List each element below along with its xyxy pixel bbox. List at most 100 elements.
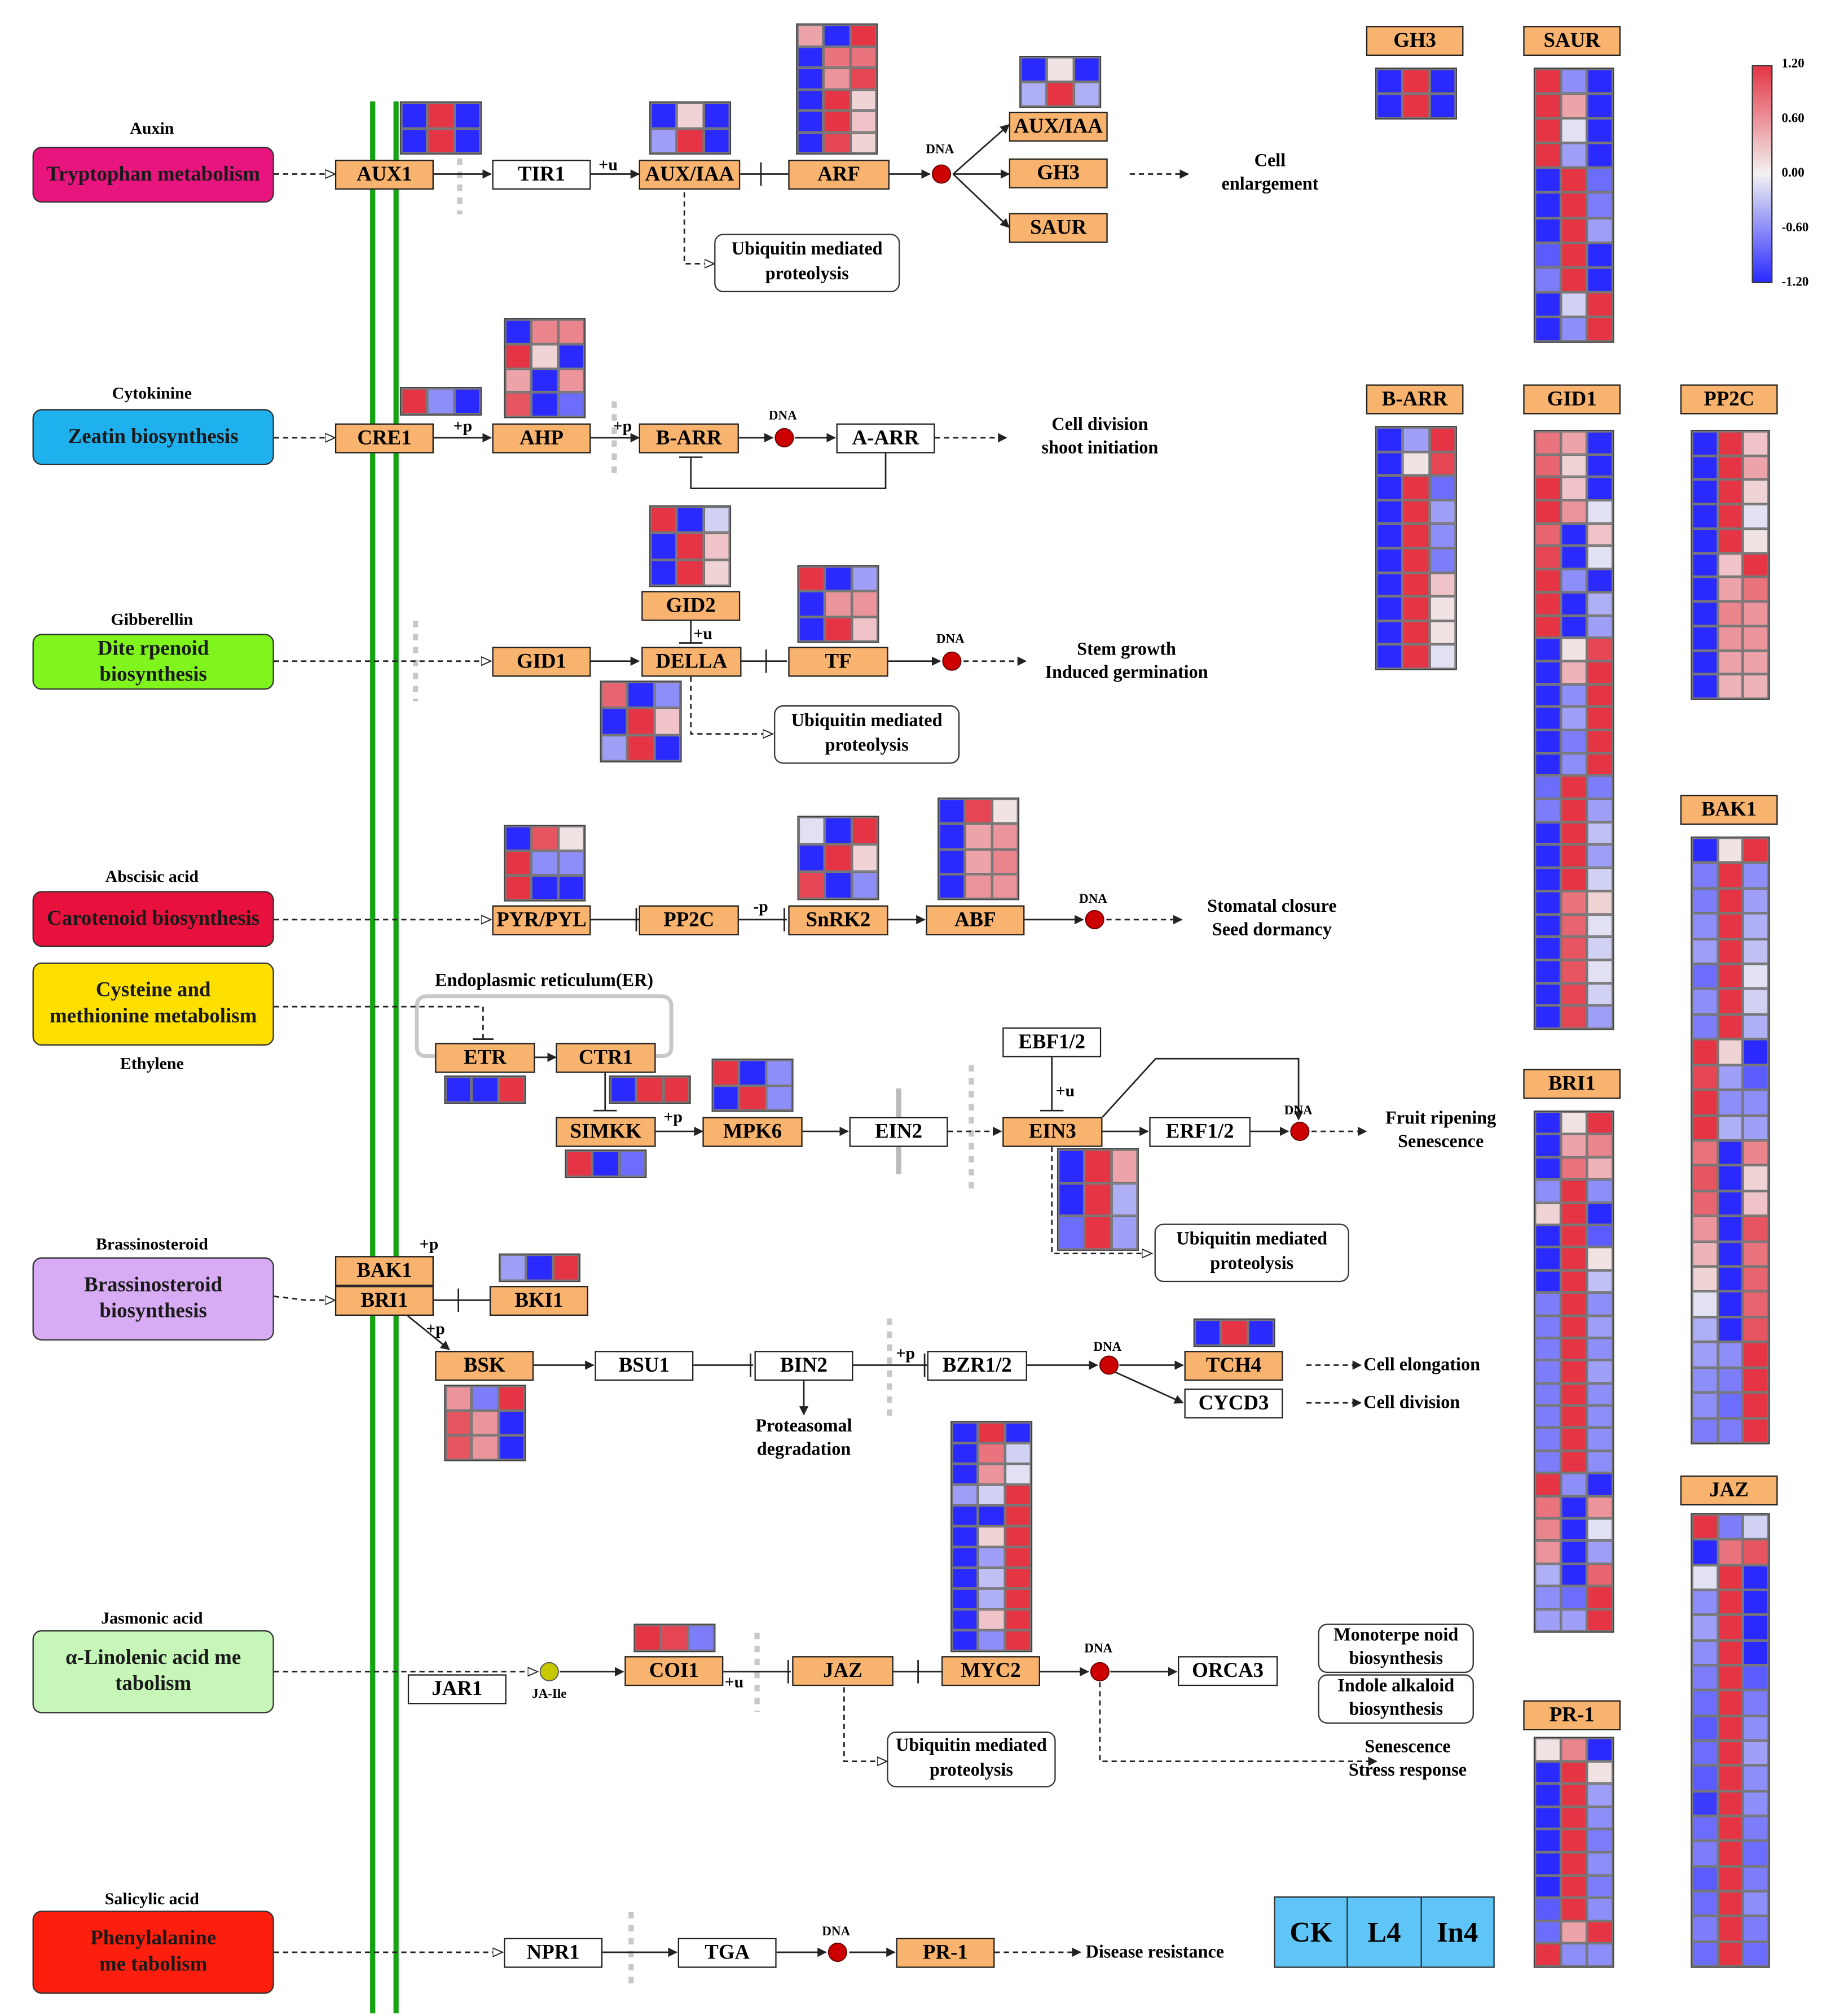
gene-npr1[interactable]: NPR1 <box>504 1938 603 1968</box>
heatmap-cell <box>1743 577 1769 602</box>
heatmap-cell <box>1717 1715 1744 1741</box>
heatmap-cell <box>1403 596 1429 621</box>
gene-tch4[interactable]: TCH4 <box>1184 1351 1283 1381</box>
heatmap-cell <box>428 102 454 128</box>
gene-myc2[interactable]: MYC2 <box>941 1656 1040 1686</box>
gene-bzr1-2[interactable]: BZR1/2 <box>927 1351 1027 1381</box>
gene-arf[interactable]: ARF <box>788 160 890 190</box>
gene-jar1[interactable]: JAR1 <box>407 1674 507 1705</box>
gene-bki1[interactable]: BKI1 <box>489 1286 588 1316</box>
gene-tir1[interactable]: TIR1 <box>492 160 591 190</box>
gene-b-arr[interactable]: B-ARR <box>639 423 739 454</box>
gene-pp2c[interactable]: PP2C <box>639 905 739 935</box>
heatmap-cell <box>650 559 677 586</box>
gene-abf[interactable]: ABF <box>926 905 1025 935</box>
gene-snrk2[interactable]: SnRK2 <box>788 905 888 935</box>
heatmap-cell <box>797 89 824 111</box>
heatmap-cell <box>1692 1065 1718 1090</box>
gene-ebf1-2[interactable]: EBF1/2 <box>1002 1027 1102 1057</box>
heatmap-cell <box>1535 1292 1561 1315</box>
heatmap-cell <box>1561 1760 1587 1784</box>
heatmap-cell <box>531 344 558 368</box>
gene-simkk[interactable]: SIMKK <box>556 1117 656 1147</box>
heatmap-cell <box>1535 684 1561 708</box>
side-title-jaz: JAZ <box>1680 1475 1778 1506</box>
gene-erf1-2[interactable]: ERF1/2 <box>1149 1117 1251 1147</box>
gene-bsu1[interactable]: BSU1 <box>595 1351 694 1381</box>
heatmap-cell <box>661 1624 688 1651</box>
gene-cycd3[interactable]: CYCD3 <box>1184 1388 1283 1418</box>
heatmap-cell <box>1587 592 1613 616</box>
heatmap-cell <box>1743 1140 1769 1166</box>
heatmap-cell <box>1561 1852 1587 1876</box>
gene-della[interactable]: DELLA <box>641 647 742 677</box>
heatmap-cell <box>1403 548 1429 573</box>
heatmap-cell <box>428 128 454 153</box>
gene-ctr1[interactable]: CTR1 <box>556 1043 656 1073</box>
heatmap-cell <box>1535 168 1561 193</box>
heatmap-cell <box>1561 1157 1587 1180</box>
heatmap-cell <box>1535 93 1561 118</box>
heatmap-cell <box>1561 192 1587 218</box>
gene-ahp[interactable]: AHP <box>492 423 591 454</box>
pathway-box-phenylalanine[interactable]: Phenylalanine me tabolism <box>32 1910 274 1994</box>
gene-pyr-pyl[interactable]: PYR/PYL <box>492 905 591 935</box>
gene-ein3[interactable]: EIN3 <box>1002 1117 1103 1147</box>
gene-gid2[interactable]: GID2 <box>641 591 741 621</box>
pathway-box-linolenic[interactable]: α-Linolenic acid me tabolism <box>32 1630 274 1714</box>
gene-bsk[interactable]: BSK <box>435 1351 534 1381</box>
heatmap-cell <box>1692 1039 1718 1065</box>
heatmap-cell <box>1535 1179 1561 1202</box>
gene-tf[interactable]: TF <box>788 647 888 677</box>
gene-pr-1[interactable]: PR-1 <box>896 1938 995 1968</box>
gene-cre1[interactable]: CRE1 <box>334 423 434 454</box>
heatmap-della <box>600 680 682 763</box>
gene-bin2[interactable]: BIN2 <box>754 1351 853 1381</box>
heatmap-cell <box>1717 1065 1744 1090</box>
gene-coi1[interactable]: COI1 <box>624 1656 724 1686</box>
heatmap-cell <box>1743 1039 1769 1065</box>
heatmap-cell <box>531 392 558 417</box>
heatmap-cell <box>1743 1866 1769 1891</box>
gene-aux1[interactable]: AUX1 <box>334 160 434 190</box>
pathway-box-carotenoid[interactable]: Carotenoid biosynthesis <box>32 891 274 947</box>
heatmap-cell <box>1376 548 1403 573</box>
heatmap-cell <box>1561 1112 1587 1135</box>
heatmap-cell <box>505 875 532 901</box>
heatmap-cell <box>1376 524 1403 548</box>
gene-bak1[interactable]: BAK1 <box>334 1256 434 1286</box>
gene-orca3[interactable]: ORCA3 <box>1178 1656 1278 1686</box>
heatmap-cell <box>1587 1943 1613 1967</box>
heatmap-cell <box>1743 504 1769 529</box>
heatmap-cell <box>1376 427 1403 452</box>
gene-etr[interactable]: ETR <box>435 1043 535 1073</box>
gene-aux-iaa[interactable]: AUX/IAA <box>639 160 741 190</box>
heatmap-cell <box>1561 845 1587 868</box>
pathway-box-tryptophan[interactable]: Tryptophan metabolism <box>32 147 274 203</box>
gene-gh3[interactable]: GH3 <box>1009 158 1108 188</box>
gene-ein2[interactable]: EIN2 <box>849 1117 948 1147</box>
gene-aux-iaa-target[interactable]: AUX/IAA <box>1009 111 1108 142</box>
heatmap-cell <box>445 1435 472 1460</box>
pathway-box-diterpenoid[interactable]: Dite rpenoid biosynthesis <box>32 634 274 690</box>
gene-tga[interactable]: TGA <box>677 1938 777 1968</box>
heatmap-cell <box>1717 1292 1744 1317</box>
gene-mpk6[interactable]: MPK6 <box>702 1117 803 1147</box>
side-title-pp2c: PP2C <box>1680 384 1778 415</box>
gene-gid1[interactable]: GID1 <box>492 647 591 677</box>
pathway-box-cysteine[interactable]: Cysteine and methionine metabolism <box>32 962 274 1046</box>
heatmap-cell <box>1561 1202 1587 1225</box>
heatmap-cell <box>1717 650 1744 675</box>
pathway-box-zeatin[interactable]: Zeatin biosynthesis <box>32 409 274 465</box>
heatmap-cell <box>1561 753 1587 776</box>
heatmap-cell <box>1692 1539 1718 1565</box>
heatmap-cell <box>498 1435 525 1460</box>
gene-bri1[interactable]: BRI1 <box>334 1286 434 1316</box>
heatmap-cell <box>1535 1943 1561 1967</box>
gene-a-arr[interactable]: A-ARR <box>836 423 935 454</box>
gene-jaz[interactable]: JAZ <box>792 1656 894 1686</box>
pathway-box-brassinosteroid[interactable]: Brassinosteroid biosynthesis <box>32 1257 274 1341</box>
gene-saur[interactable]: SAUR <box>1009 213 1108 243</box>
heatmap-cell <box>1717 837 1744 863</box>
